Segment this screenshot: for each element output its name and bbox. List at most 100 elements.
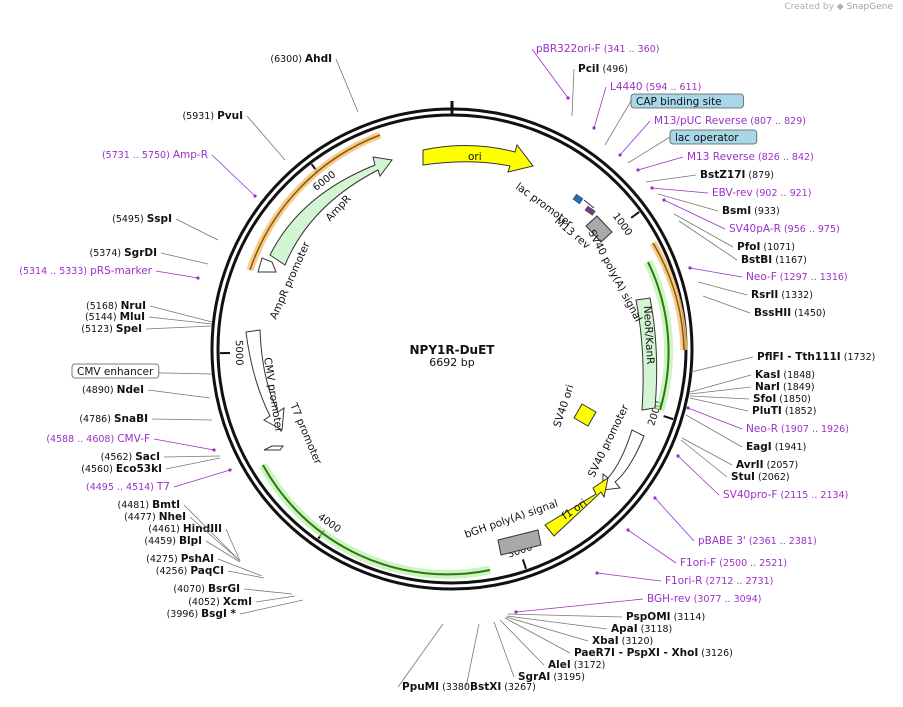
site-name: SnaBI bbox=[114, 413, 148, 425]
primer-mark bbox=[566, 96, 570, 100]
site-position: (4560) bbox=[81, 464, 116, 475]
site-name: PluTI bbox=[752, 405, 782, 417]
enzyme-label: (5374) SgrDI bbox=[90, 247, 158, 259]
site-position: (4786) bbox=[79, 414, 114, 425]
site-position: (1850) bbox=[776, 394, 811, 405]
site-leader-line bbox=[702, 295, 751, 314]
site-position: (1071) bbox=[760, 242, 795, 253]
site-name: EagI bbox=[746, 441, 772, 453]
site-leader-line bbox=[651, 187, 709, 194]
site-leader-line bbox=[211, 154, 256, 197]
enzyme-label: AleI (3172) bbox=[548, 659, 605, 671]
site-leader-line bbox=[637, 156, 684, 171]
site-position: (902 .. 921) bbox=[753, 188, 812, 199]
feature-label-sv40-polya: SV40 poly(A) signal bbox=[585, 228, 644, 324]
enzyme-label: (4052) XcmI bbox=[188, 596, 252, 608]
site-name: CMV-F bbox=[117, 433, 150, 445]
site-position: (2712 .. 2731) bbox=[702, 576, 773, 587]
feature-arcs bbox=[246, 131, 688, 579]
site-name: SfoI bbox=[753, 393, 776, 405]
neor-arrow bbox=[635, 297, 658, 411]
site-position: (1941) bbox=[772, 442, 807, 453]
site-leader-line bbox=[531, 48, 569, 99]
site-leader-line bbox=[163, 455, 221, 458]
site-name: SgrAI bbox=[518, 671, 550, 683]
site-position: (4070) bbox=[173, 584, 208, 595]
site-box bbox=[71, 363, 160, 379]
enzyme-label: AvrII (2057) bbox=[736, 459, 798, 471]
site-leader-line bbox=[677, 455, 720, 496]
site-leader-line bbox=[685, 414, 743, 448]
site-leader-line bbox=[680, 439, 728, 478]
site-leader-line bbox=[678, 220, 738, 261]
site-leader-line bbox=[227, 570, 265, 579]
site-position: (496) bbox=[599, 64, 628, 75]
site-name: pRS-marker bbox=[90, 265, 153, 277]
site-leader-line bbox=[663, 199, 726, 230]
site-position: (1907 .. 1926) bbox=[778, 424, 849, 435]
site-leader-line bbox=[506, 615, 608, 630]
enzyme-label: (4461) HindIII bbox=[148, 523, 222, 535]
enzyme-label: (4481) BmtI bbox=[118, 499, 180, 511]
site-position: (4052) bbox=[188, 597, 223, 608]
site-name: BlpI bbox=[179, 535, 202, 547]
site-leader-line bbox=[205, 540, 241, 563]
site-box-label: lac operator bbox=[675, 132, 739, 144]
site-position: (1167) bbox=[772, 255, 807, 266]
site-box bbox=[669, 129, 758, 145]
site-name: NarI bbox=[755, 381, 780, 393]
neor-glow-line bbox=[647, 261, 670, 411]
enzyme-label: SgrAI (3195) bbox=[518, 671, 585, 683]
plasmid-name: NPY1R-DuET bbox=[410, 343, 496, 357]
site-name: AhdI bbox=[305, 53, 332, 65]
site-leader-line bbox=[689, 374, 752, 393]
site-leader-line bbox=[255, 595, 296, 603]
site-name: HindIII bbox=[183, 523, 222, 535]
site-box-label: CAP binding site bbox=[636, 96, 722, 108]
enzyme-label: RsrII (1332) bbox=[751, 289, 813, 301]
site-position: (3267) bbox=[501, 682, 536, 693]
primer-label: pBR322ori-F (341 .. 360) bbox=[536, 43, 659, 55]
enzyme-label: (5168) NruI bbox=[86, 300, 146, 312]
site-position: (5931) bbox=[182, 111, 217, 122]
site-position: (4495 .. 4514) bbox=[86, 482, 157, 493]
primer-label: (5314 .. 5333) pRS-marker bbox=[19, 265, 152, 277]
enzyme-label: (3996) BsgI * bbox=[167, 608, 237, 620]
site-name: Amp-R bbox=[173, 149, 208, 161]
site-position: (5314 .. 5333) bbox=[19, 266, 90, 277]
site-box bbox=[630, 93, 744, 109]
site-position: (933) bbox=[751, 206, 780, 217]
site-position: (5495) bbox=[112, 214, 147, 225]
site-leader-line bbox=[189, 516, 240, 561]
feature-label-f1-ori: f1 ori bbox=[560, 497, 589, 523]
site-position: (594 .. 611) bbox=[643, 82, 702, 93]
enzyme-label: BssHII (1450) bbox=[754, 307, 826, 319]
site-name: SacI bbox=[135, 451, 160, 463]
primer-mark bbox=[676, 454, 680, 458]
site-leader-line bbox=[689, 395, 750, 400]
site-name: MluI bbox=[120, 311, 145, 323]
site-position: (4562) bbox=[101, 452, 136, 463]
site-leader-line bbox=[673, 213, 734, 248]
site-position: (3996) bbox=[167, 609, 202, 620]
site-name: Eco53kI bbox=[116, 463, 162, 475]
site-leader-line bbox=[153, 438, 215, 451]
snapgene-credit: Created by ◆ SnapGene bbox=[784, 2, 893, 12]
enzyme-label: PluTI (1852) bbox=[752, 405, 816, 417]
site-position: (1852) bbox=[782, 406, 817, 417]
site-leader-line bbox=[165, 457, 221, 470]
site-name: F1ori-R bbox=[665, 575, 702, 587]
neor-highlight-line bbox=[652, 242, 685, 351]
site-position: (2361 .. 2381) bbox=[746, 536, 817, 547]
enzyme-label: EagI (1941) bbox=[746, 441, 806, 453]
site-name: PaeR7I - PspXI - XhoI bbox=[574, 647, 698, 659]
primer-label: M13/pUC Reverse (807 .. 829) bbox=[654, 115, 806, 127]
site-leader-line bbox=[504, 617, 571, 654]
site-name: RsrII bbox=[751, 289, 778, 301]
primer-mark bbox=[212, 448, 216, 452]
site-leader-line bbox=[246, 115, 286, 161]
site-position: (3114) bbox=[671, 612, 706, 623]
site-name: pBR322ori-F bbox=[536, 43, 601, 55]
site-position: (807 .. 829) bbox=[747, 116, 806, 127]
site-position: (6300) bbox=[270, 54, 305, 65]
